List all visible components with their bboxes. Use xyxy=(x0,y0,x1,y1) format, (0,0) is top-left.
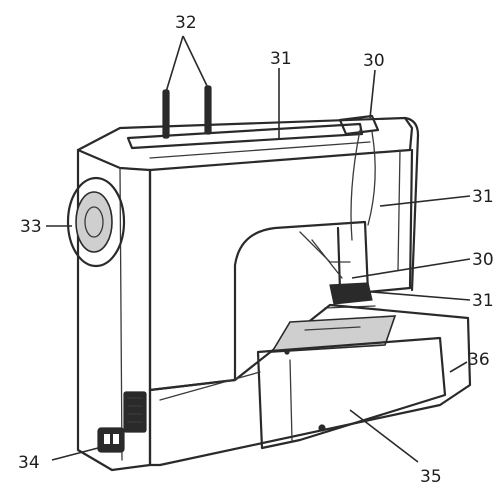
callout-36: 36 xyxy=(468,350,490,370)
leader-31-right-upper xyxy=(379,195,471,207)
leader-lines xyxy=(46,35,471,463)
needle-bar xyxy=(336,226,342,292)
callout-30-right: 30 xyxy=(472,250,494,270)
callout-labels: 32 31 30 33 31 30 31 36 34 35 xyxy=(18,13,494,487)
callout-31-right-lower: 31 xyxy=(472,291,494,311)
callout-32: 32 xyxy=(175,13,197,33)
callout-31-top: 31 xyxy=(270,49,292,69)
sewing-bed xyxy=(148,303,472,467)
leader-36 xyxy=(449,361,468,373)
callout-34: 34 xyxy=(18,453,40,473)
thread-guide xyxy=(338,114,380,136)
arm-front xyxy=(148,148,414,392)
callout-33: 33 xyxy=(20,217,42,237)
accessory-box xyxy=(256,336,447,450)
callout-31-right-upper: 31 xyxy=(472,187,494,207)
top-cover xyxy=(76,116,414,172)
leader-31-right-lower xyxy=(371,291,471,301)
callout-35: 35 xyxy=(420,467,442,487)
leader-30-top xyxy=(369,69,376,119)
handwheel xyxy=(66,176,126,268)
carry-handle xyxy=(126,122,364,150)
callout-30-top: 30 xyxy=(363,51,385,71)
leader-35 xyxy=(349,409,419,463)
leader-34 xyxy=(51,447,99,461)
power-socket xyxy=(97,427,125,453)
spool-pins xyxy=(162,85,212,139)
sewing-machine-illustration xyxy=(66,85,472,472)
leader-32 xyxy=(165,35,209,93)
side-grille xyxy=(123,391,147,433)
leader-30-right xyxy=(351,258,471,279)
